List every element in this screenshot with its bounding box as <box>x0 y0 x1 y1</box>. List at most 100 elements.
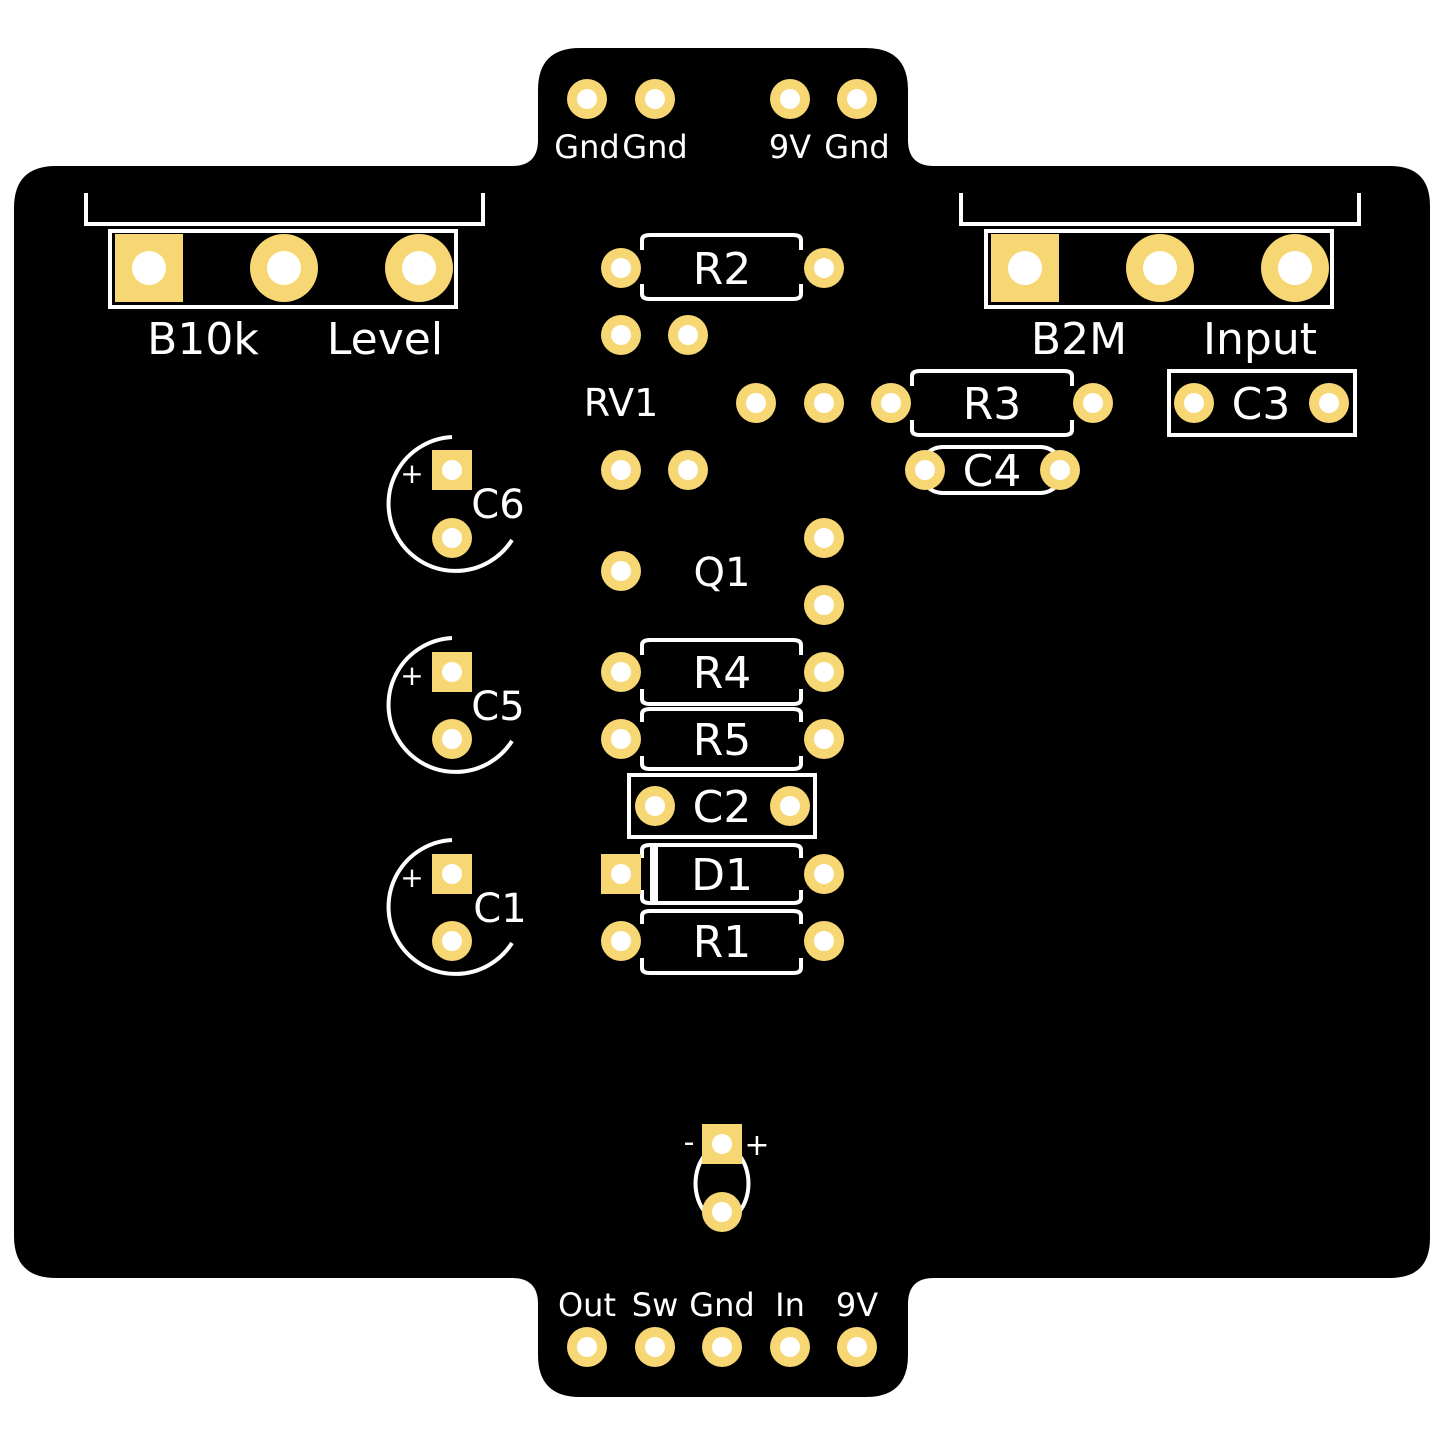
r4-label: R4 <box>693 648 752 699</box>
pad[interactable] <box>702 1327 742 1367</box>
pad[interactable] <box>804 248 844 288</box>
led-minus: - <box>684 1125 695 1160</box>
pot-pin-1[interactable] <box>991 234 1059 302</box>
pad[interactable] <box>432 719 472 759</box>
pad[interactable] <box>736 383 776 423</box>
pad[interactable] <box>601 719 641 759</box>
led: - + <box>684 1124 770 1232</box>
trimmer-rv1: RV1 <box>584 315 708 490</box>
pad[interactable] <box>1309 383 1349 423</box>
pad[interactable] <box>871 383 911 423</box>
resistor-r4: R4 <box>601 638 844 706</box>
r5-label: R5 <box>693 715 752 766</box>
c3-label: C3 <box>1232 379 1291 430</box>
pcb-board <box>14 48 1430 1397</box>
pad[interactable] <box>804 652 844 692</box>
diode-d1: D1 <box>601 843 844 905</box>
pad[interactable] <box>804 719 844 759</box>
pad[interactable] <box>601 652 641 692</box>
pot-pin-2[interactable] <box>1126 234 1194 302</box>
transistor-q1: Q1 <box>601 518 844 625</box>
pad[interactable] <box>601 854 641 894</box>
pad[interactable] <box>567 1327 607 1367</box>
led-plus: + <box>744 1128 769 1163</box>
pot-pin-3[interactable] <box>385 234 453 302</box>
capacitor-c1: + C1 <box>386 838 527 976</box>
pad[interactable] <box>702 1124 742 1164</box>
pad[interactable] <box>905 450 945 490</box>
pad[interactable] <box>432 518 472 558</box>
pot-input-name: Input <box>1203 314 1317 365</box>
pad[interactable] <box>432 652 472 692</box>
pot-level: B10k Level <box>84 193 485 365</box>
c5-plus: + <box>400 659 423 692</box>
pad[interactable] <box>668 450 708 490</box>
c4-label: C4 <box>963 446 1022 497</box>
capacitor-c5: + C5 <box>386 636 525 774</box>
pad[interactable] <box>635 786 675 826</box>
top-header-label-2: Gnd <box>622 128 687 166</box>
pot-input: B2M Input <box>959 193 1361 365</box>
pad[interactable] <box>432 921 472 961</box>
pad[interactable] <box>601 450 641 490</box>
capacitor-c6: + C6 <box>386 435 525 573</box>
pad[interactable] <box>601 248 641 288</box>
pad[interactable] <box>804 518 844 558</box>
pot-pin-3[interactable] <box>1261 234 1329 302</box>
top-header: Gnd Gnd 9V Gnd <box>554 79 890 166</box>
d1-label: D1 <box>691 850 753 901</box>
capacitor-c4: C4 <box>905 445 1080 497</box>
pad[interactable] <box>432 450 472 490</box>
pad[interactable] <box>1174 383 1214 423</box>
pad[interactable] <box>702 1192 742 1232</box>
pad[interactable] <box>837 79 877 119</box>
pad[interactable] <box>770 1327 810 1367</box>
r3-label: R3 <box>963 379 1022 430</box>
pad[interactable] <box>770 79 810 119</box>
pot-level-value: B10k <box>147 314 259 365</box>
pad[interactable] <box>601 315 641 355</box>
pad[interactable] <box>804 383 844 423</box>
c6-label: C6 <box>471 482 524 528</box>
pad[interactable] <box>1040 450 1080 490</box>
capacitor-c2: C2 <box>627 773 817 839</box>
pad[interactable] <box>804 921 844 961</box>
c1-plus: + <box>400 861 423 894</box>
pad[interactable] <box>1073 383 1113 423</box>
top-header-label-4: Gnd <box>824 128 889 166</box>
pad[interactable] <box>837 1327 877 1367</box>
pad[interactable] <box>601 551 641 591</box>
r1-label: R1 <box>693 917 752 968</box>
pad[interactable] <box>635 1327 675 1367</box>
bottom-header-label-4: In <box>775 1286 805 1324</box>
c2-label: C2 <box>693 782 752 833</box>
bottom-header-label-2: Sw <box>632 1286 678 1324</box>
resistor-r5: R5 <box>601 707 844 771</box>
c1-label: C1 <box>473 886 526 932</box>
bottom-header: Out Sw Gnd In 9V <box>558 1286 878 1367</box>
pad[interactable] <box>804 585 844 625</box>
pad[interactable] <box>601 921 641 961</box>
pot-pin-1[interactable] <box>115 234 183 302</box>
pad[interactable] <box>804 854 844 894</box>
pad[interactable] <box>567 79 607 119</box>
c6-plus: + <box>400 457 423 490</box>
resistor-r2: R2 <box>601 233 844 301</box>
pot-pin-2[interactable] <box>250 234 318 302</box>
pad[interactable] <box>668 315 708 355</box>
resistor-r1: R1 <box>601 909 844 975</box>
pad[interactable] <box>635 79 675 119</box>
bottom-header-label-5: 9V <box>836 1286 878 1324</box>
top-header-label-3: 9V <box>769 128 811 166</box>
top-header-label-1: Gnd <box>554 128 619 166</box>
pot-level-name: Level <box>327 314 443 365</box>
r2-label: R2 <box>693 244 752 295</box>
capacitor-c3: C3 <box>1167 369 1357 437</box>
pad[interactable] <box>770 786 810 826</box>
bottom-header-label-1: Out <box>558 1286 616 1324</box>
bottom-header-label-3: Gnd <box>689 1286 754 1324</box>
pad[interactable] <box>432 854 472 894</box>
q1-label: Q1 <box>694 550 751 596</box>
pot-input-value: B2M <box>1031 314 1127 365</box>
